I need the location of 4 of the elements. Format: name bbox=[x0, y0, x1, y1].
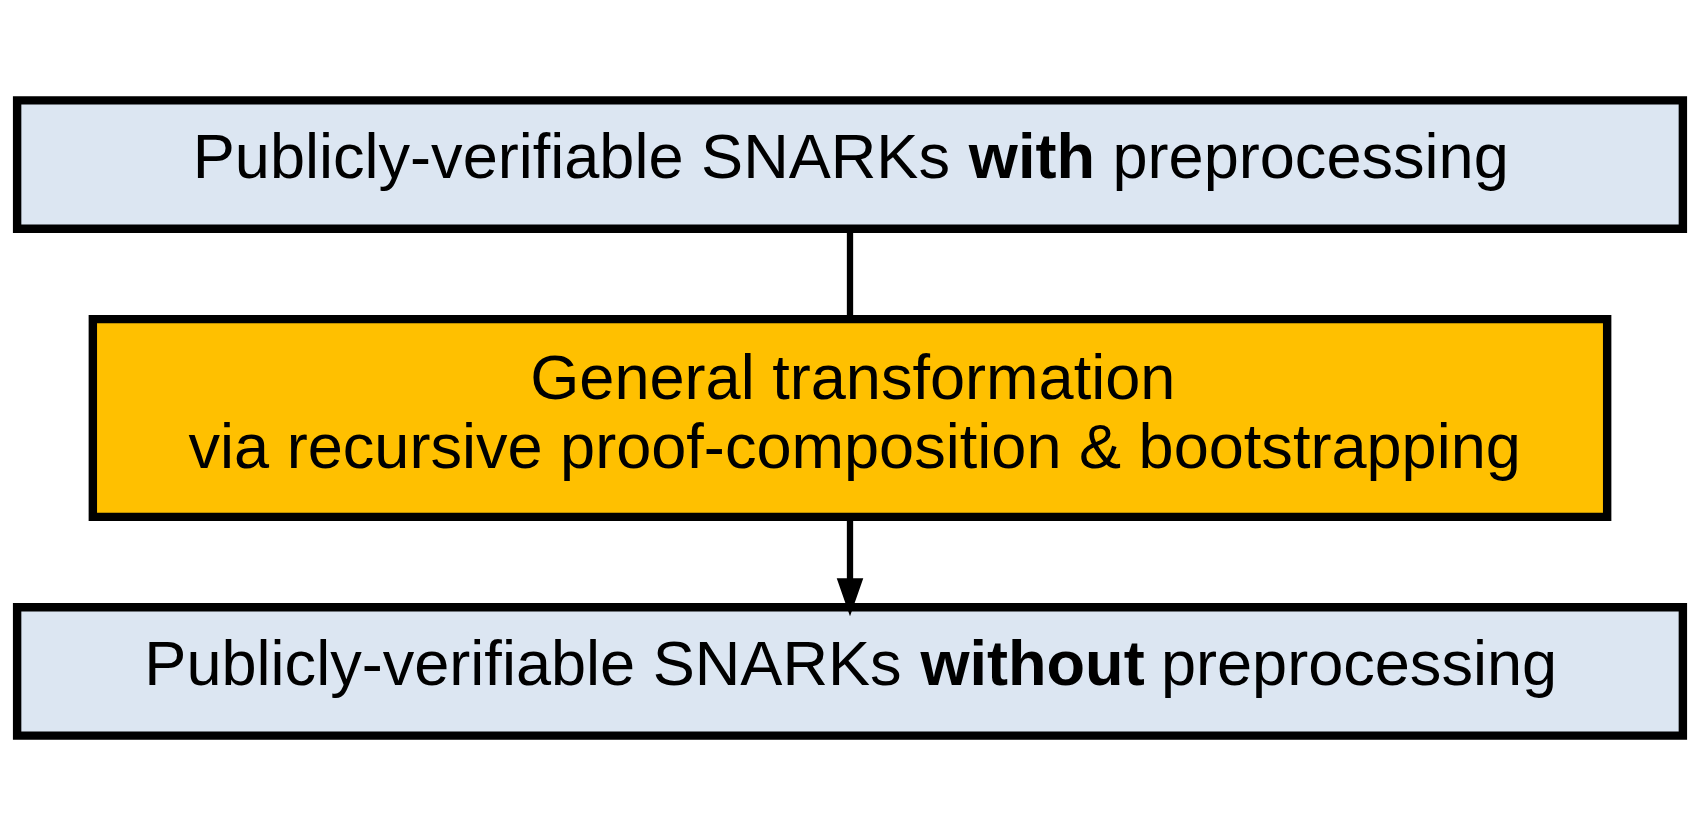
node-box: Publicly-verifiable SNARKs with preprocessing bbox=[12, 95, 1688, 233]
arrow bbox=[836, 516, 864, 616]
node-box: Publicly-verifiable SNARKs without preprocessing bbox=[12, 602, 1688, 740]
node-box: General transformation via recursive proof-composition & bootstrapping bbox=[88, 314, 1612, 521]
